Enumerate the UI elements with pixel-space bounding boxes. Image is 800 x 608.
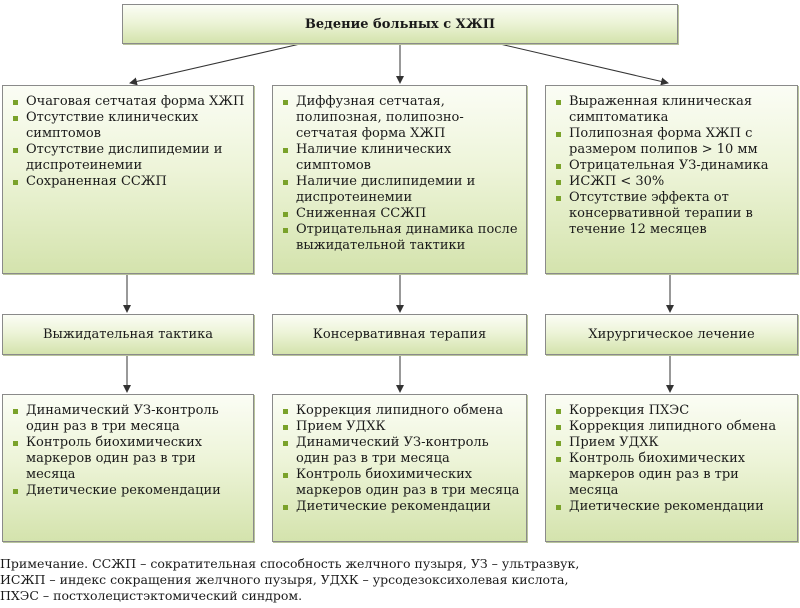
criteria-item: Полипозная форма ХЖП с размером полипов …: [556, 126, 791, 158]
action-item: Диетические рекомендации: [556, 499, 791, 515]
action-item: Коррекция ПХЭС: [556, 403, 791, 419]
diagram-title: Ведение больных с ХЖП: [304, 16, 496, 32]
action-item: Прием УДХК: [556, 435, 791, 451]
tactic-box-3: Хирургическое лечение: [545, 314, 798, 355]
footnote: Примечание. ССЖП – сократительная способ…: [0, 556, 800, 604]
actions-box-1: Динамический УЗ-контроль один раз в три …: [2, 394, 254, 542]
criteria-item: Сниженная ССЖП: [283, 206, 520, 222]
criteria-item: ИСЖП < 30%: [556, 174, 791, 190]
criteria-item: Отсутствие дислипидемии и диспротеинемии: [13, 142, 247, 174]
arrow-title-to-col3: [499, 43, 669, 86]
criteria-item: Диффузная сетчатая, полипозная, полипозн…: [283, 94, 520, 142]
connector-arrows: [123, 43, 674, 393]
action-item: Динамический УЗ-контроль один раз в три …: [13, 403, 247, 435]
footnote-line: ИСЖП – индекс сокращения желчного пузыря…: [0, 572, 569, 587]
action-item: Диетические рекомендации: [13, 483, 247, 499]
action-item: Диетические рекомендации: [283, 499, 520, 515]
tactic-label: Выжидательная тактика: [42, 327, 214, 342]
action-item: Коррекция липидного обмена: [556, 419, 791, 435]
actions-box-2: Коррекция липидного обмена Прием УДХК Ди…: [272, 394, 527, 542]
criteria-item: Очаговая сетчатая форма ХЖП: [13, 94, 247, 110]
actions-box-3: Коррекция ПХЭС Коррекция липидного обмен…: [545, 394, 798, 542]
tactic-label: Консервативная терапия: [312, 327, 487, 342]
tactic-box-2: Консервативная терапия: [272, 314, 527, 355]
footnote-line: ПХЭС – постхолецистэктомический синдром.: [0, 588, 303, 603]
action-item: Контроль биохимических маркеров один раз…: [556, 451, 791, 499]
criteria-item: Наличие клинических симптомов: [283, 142, 520, 174]
action-item: Контроль биохимических маркеров один раз…: [283, 467, 520, 499]
criteria-item: Наличие дислипидемии и диспротеинемии: [283, 174, 520, 206]
criteria-item: Отрицательная УЗ-динамика: [556, 158, 791, 174]
footnote-line: Примечание. ССЖП – сократительная способ…: [0, 556, 580, 571]
criteria-item: Отсутствие клинических симптомов: [13, 110, 247, 142]
action-item: Контроль биохимических маркеров один раз…: [13, 435, 247, 483]
action-item: Прием УДХК: [283, 419, 520, 435]
criteria-item: Сохраненная ССЖП: [13, 174, 247, 190]
criteria-item: Выраженная клиническая симптоматика: [556, 94, 791, 126]
criteria-item: Отсутствие эффекта от консервативной тер…: [556, 190, 791, 238]
title-box: Ведение больных с ХЖП: [122, 4, 678, 44]
tactic-box-1: Выжидательная тактика: [2, 314, 254, 355]
action-item: Коррекция липидного обмена: [283, 403, 520, 419]
action-item: Динамический УЗ-контроль один раз в три …: [283, 435, 520, 467]
tactic-label: Хирургическое лечение: [588, 327, 755, 342]
criteria-box-3: Выраженная клиническая симптоматика Поли…: [545, 85, 798, 274]
criteria-item: Отрицательная динамика после выжидательн…: [283, 222, 520, 254]
criteria-box-1: Очаговая сетчатая форма ХЖП Отсутствие к…: [2, 85, 254, 274]
arrow-title-to-col1: [129, 43, 301, 86]
criteria-box-2: Диффузная сетчатая, полипозная, полипозн…: [272, 85, 527, 274]
